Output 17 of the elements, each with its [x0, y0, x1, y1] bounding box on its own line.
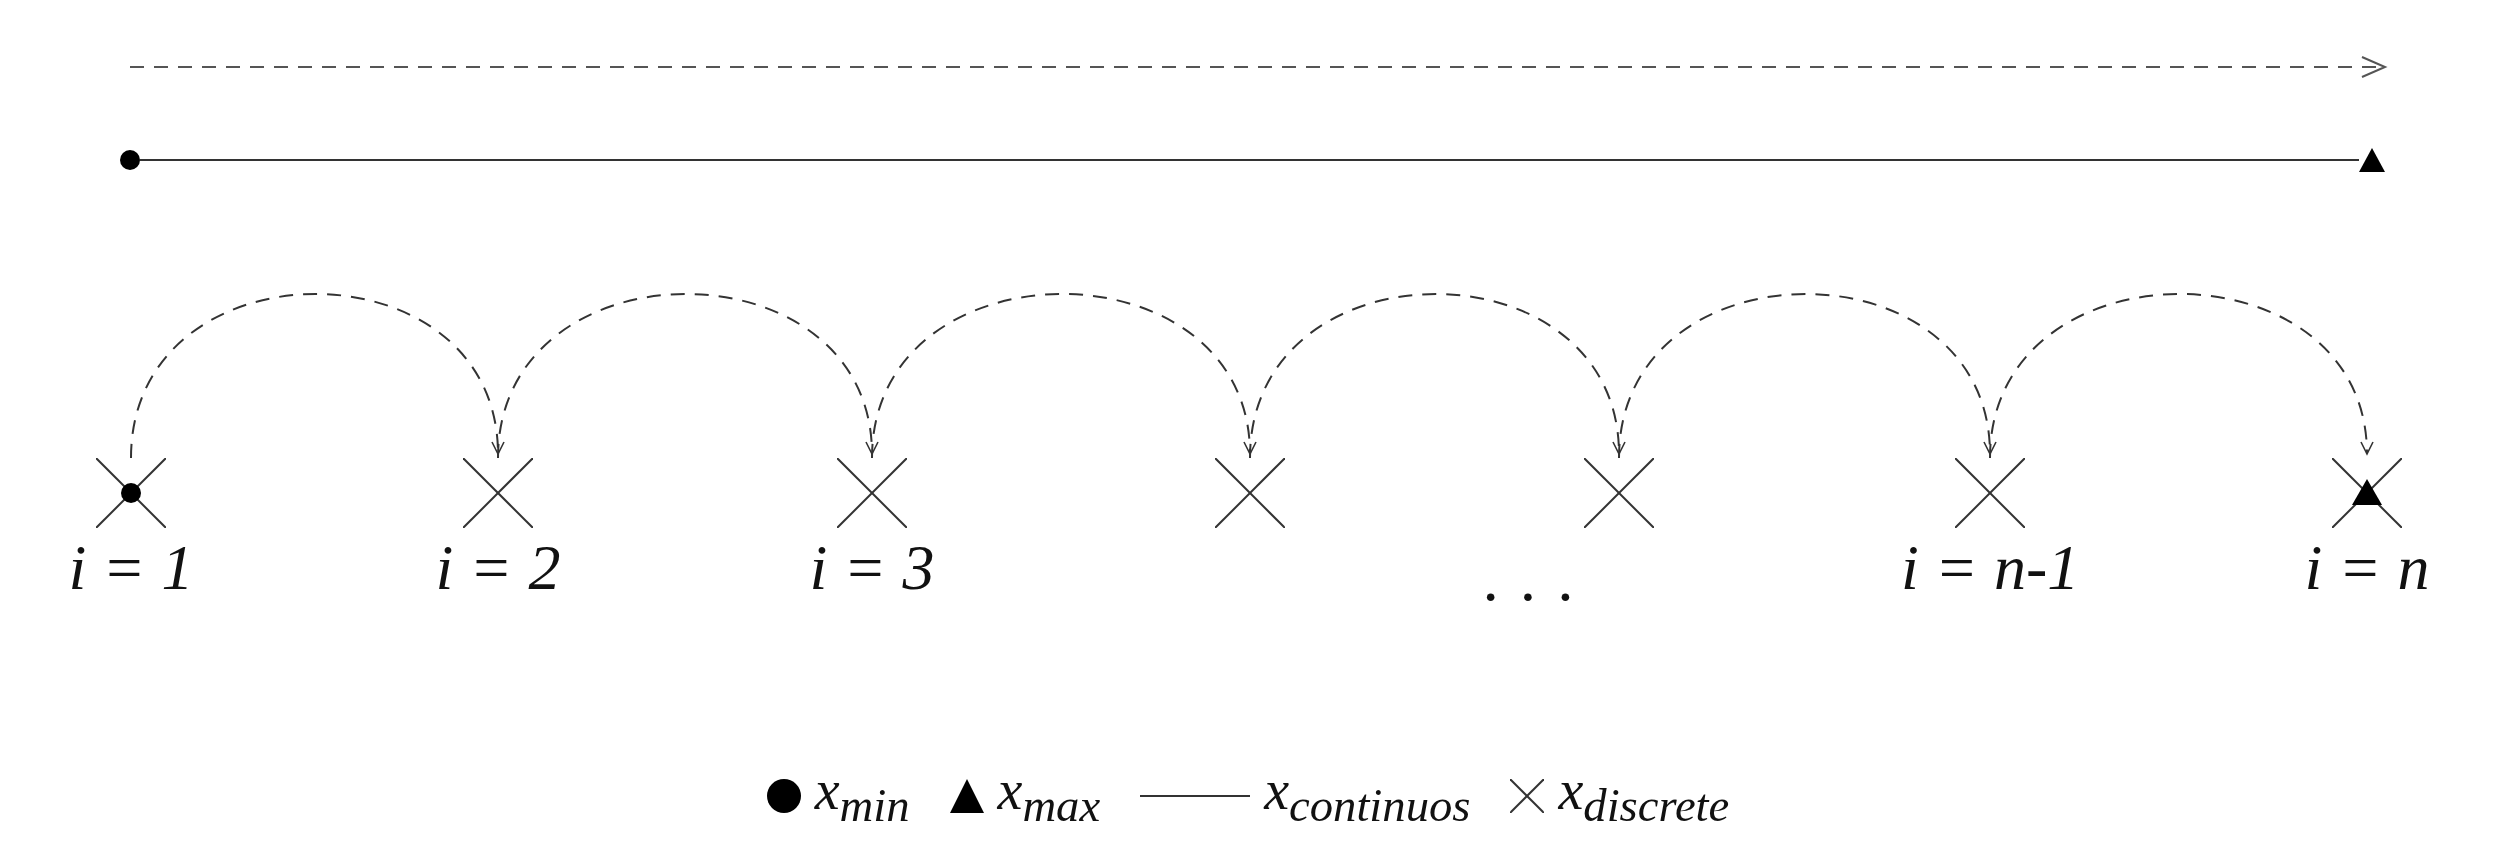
arc-arrow [130, 293, 503, 459]
index-label: i = 2 [435, 536, 561, 600]
legend-text: x$_{discrete}$ [1558, 760, 1730, 832]
index-label: i = n-1 [1901, 536, 2080, 600]
legend-text: x$_{min}$ [814, 760, 910, 832]
arc-arrow [1989, 293, 2372, 459]
index-label: i = 1 [68, 536, 194, 600]
arc-arrow [1618, 293, 1995, 459]
legend-text: x$_{continuos}$ [1264, 760, 1471, 832]
index-label: i = 3 [809, 536, 935, 600]
arc-arrow [1249, 293, 1624, 459]
arc-arrow [871, 293, 1255, 459]
index-label: i = n [2304, 536, 2430, 600]
arc-arrow [497, 293, 877, 459]
legend-text: x$_{max}$ [997, 760, 1101, 832]
ellipsis-label: · · · [1480, 565, 1576, 629]
range-line [139, 159, 2360, 161]
